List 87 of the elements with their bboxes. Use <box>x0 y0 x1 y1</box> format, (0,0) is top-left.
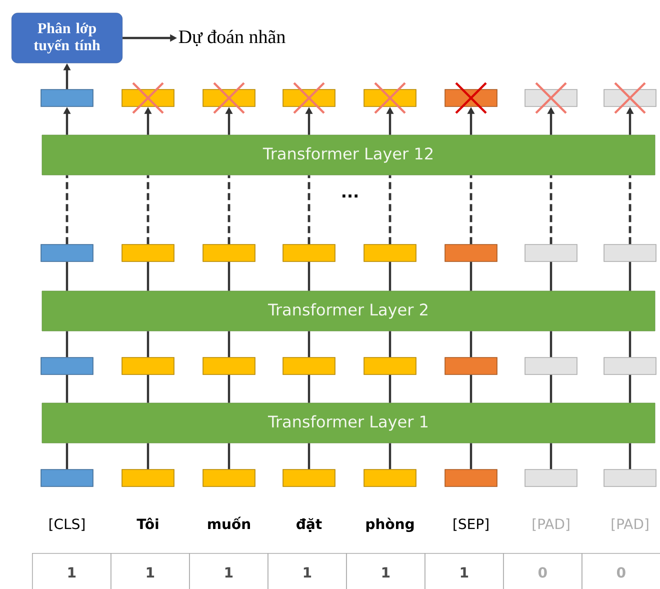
table-cell: 1 <box>189 553 268 589</box>
connector-line <box>146 374 150 403</box>
token-label: đặt <box>296 518 322 532</box>
connector-line <box>550 175 552 244</box>
connector-line <box>550 374 552 403</box>
token-box <box>202 469 256 487</box>
token-box <box>604 244 656 262</box>
table-cell: 0 <box>582 553 660 589</box>
token-box <box>122 357 174 375</box>
token-box <box>40 469 94 487</box>
token-box <box>202 244 256 262</box>
connector-line <box>228 331 230 358</box>
token-box <box>40 357 94 375</box>
connector-line <box>146 262 150 291</box>
token-box <box>40 89 94 107</box>
connector-line <box>308 262 310 291</box>
token-label: phòng <box>366 518 414 532</box>
connector-line <box>66 262 68 291</box>
table-cell: 1 <box>346 553 426 589</box>
connector-line <box>308 331 310 358</box>
connector-line <box>628 175 632 244</box>
token-label: muốn <box>208 516 250 530</box>
token-box <box>444 244 498 262</box>
layer-bar: Transformer Layer 2 <box>42 290 656 332</box>
connector-line <box>146 175 150 244</box>
connector-line <box>388 374 392 403</box>
token-box <box>40 244 94 262</box>
token-box <box>604 357 656 375</box>
connector-line <box>228 374 230 403</box>
token-label: [CLS] <box>50 518 84 531</box>
ellipsis: ... <box>342 194 358 198</box>
connector-line <box>470 374 472 403</box>
table-cell: 1 <box>32 553 112 589</box>
table-cell: 1 <box>268 553 347 589</box>
token-box <box>364 469 416 487</box>
token-box <box>202 357 256 375</box>
connector-line <box>308 374 310 403</box>
token-box <box>282 469 336 487</box>
token-box <box>604 469 656 487</box>
connector-line <box>66 443 68 470</box>
token-box <box>122 244 174 262</box>
token-label: Tôi <box>136 518 158 530</box>
token-box <box>364 357 416 375</box>
connector-line <box>228 175 230 244</box>
token-label: [SEP] <box>454 518 488 531</box>
connector-line <box>470 331 472 358</box>
connector-line <box>628 262 632 291</box>
token-box <box>444 469 498 487</box>
token-box <box>524 244 578 262</box>
token-box <box>444 357 498 375</box>
connector-line <box>146 443 150 470</box>
connector-line <box>228 262 230 291</box>
table-cell: 1 <box>424 553 504 589</box>
connector-line <box>550 443 552 470</box>
connector-line <box>66 175 68 244</box>
layer-bar: Transformer Layer 1 <box>42 402 656 444</box>
classifier-box: Phân lớp tuyến tính <box>11 12 123 64</box>
connector-line <box>628 374 632 403</box>
token-label: [PAD] <box>532 518 570 531</box>
connector-line <box>308 175 310 244</box>
token-box <box>122 469 174 487</box>
token-box <box>282 357 336 375</box>
connector-line <box>388 175 392 244</box>
connector-line <box>470 175 472 244</box>
token-box <box>282 244 336 262</box>
connector-line <box>628 443 632 470</box>
token-box <box>364 244 416 262</box>
output-text: Dự đoán nhãn <box>178 30 286 46</box>
connector-line <box>146 331 150 358</box>
token-box <box>524 469 578 487</box>
token-box <box>524 357 578 375</box>
connector-line <box>228 443 230 470</box>
connector-line <box>388 331 392 358</box>
connector-line <box>628 331 632 358</box>
connector-line <box>388 443 392 470</box>
table-cell: 1 <box>110 553 190 589</box>
connector-line <box>470 443 472 470</box>
connector-line <box>66 374 68 403</box>
connector-line <box>66 331 68 358</box>
connector-line <box>470 262 472 291</box>
connector-line <box>308 443 310 470</box>
table-cell: 0 <box>503 553 582 589</box>
connector-line <box>550 331 552 358</box>
layer-bar: Transformer Layer 12 <box>42 134 656 176</box>
connector-line <box>388 262 392 291</box>
token-label: [PAD] <box>612 518 648 531</box>
connector-line <box>550 262 552 291</box>
